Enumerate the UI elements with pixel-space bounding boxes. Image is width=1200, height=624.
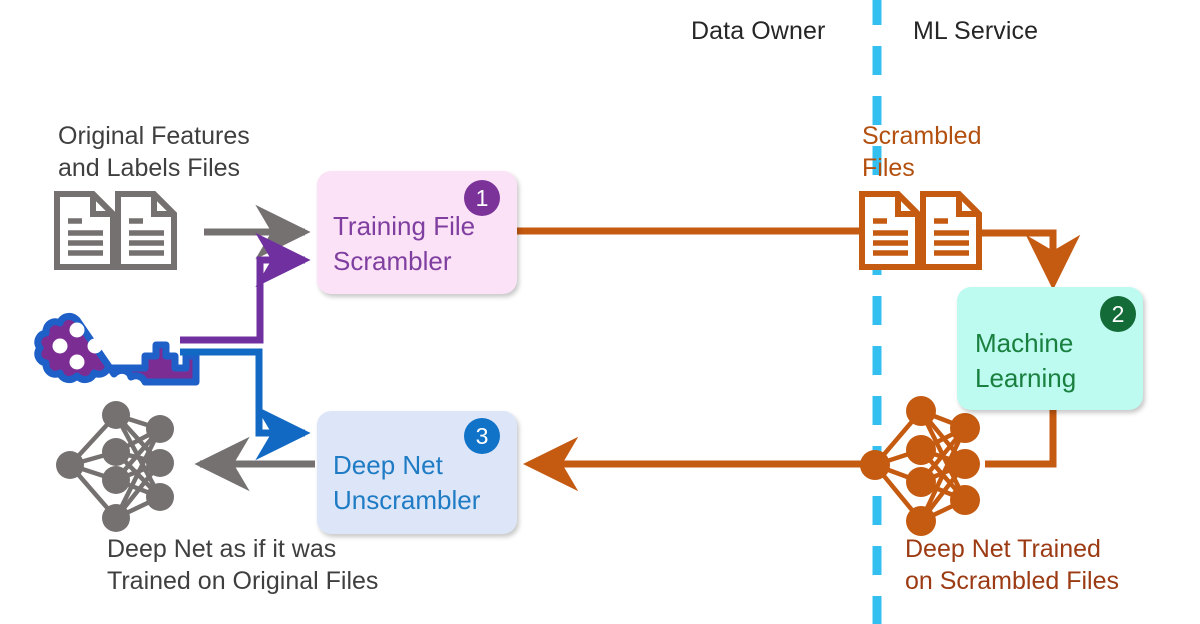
label-deep-net-trained-on-scrambled-files: Deep Net Trained on Scrambled Files: [905, 535, 1119, 595]
box-deep-net-unscrambler-label: Deep Net Unscrambler: [333, 450, 481, 515]
zone-label-ml-service: ML Service: [913, 17, 1039, 45]
step-badge-3: 3: [464, 418, 500, 454]
original-documents-icon: [54, 191, 177, 270]
label-deep-net-trained-on-original-files: Deep Net as if it was Trained on Origina…: [107, 535, 379, 595]
gray-neural-network-icon: [56, 401, 174, 532]
orange-neural-network-icon: [860, 396, 980, 536]
box-machine-learning-label: Machine Learning: [975, 328, 1077, 393]
key-icon: [34, 312, 200, 386]
step-badge-2: 2: [1100, 296, 1136, 332]
flow-scrambled-files-to-machine-learning: [979, 229, 1081, 291]
step-badge-1: 1: [464, 180, 500, 216]
flow-machine-learning-to-trained-net: [985, 410, 1057, 468]
box-training-file-scrambler-label: Training File Scrambler: [333, 211, 476, 276]
label-original-features-and-labels-files: Original Features and Labels Files: [58, 122, 250, 182]
flow-key-to-unscrambler: [180, 348, 311, 461]
label-scrambled-files: Scrambled Files: [862, 122, 982, 182]
zone-label-data-owner: Data Owner: [691, 17, 826, 45]
scrambled-documents-icon: [859, 191, 982, 270]
flow-key-to-scrambler: [180, 232, 311, 344]
